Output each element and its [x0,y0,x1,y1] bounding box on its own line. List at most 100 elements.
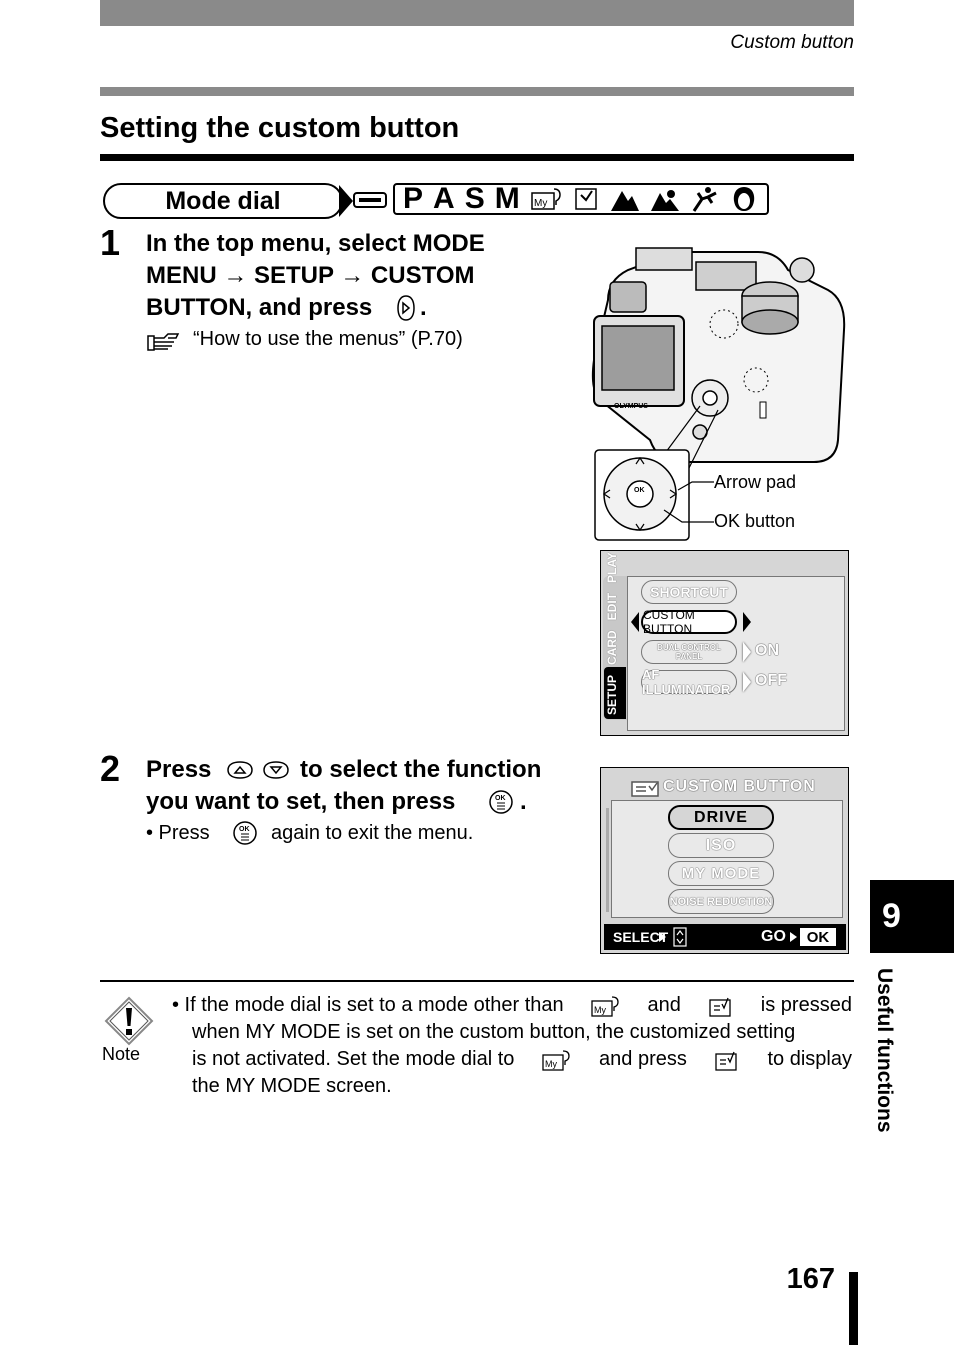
arrow-pad-label: Arrow pad [714,472,797,492]
lcd-monitor-icon [353,192,387,208]
running-title: Custom button [730,32,854,53]
step-2-press: Press [146,756,212,783]
go-arrow-icon [790,932,797,942]
footer-go-label: GO [761,928,786,945]
step-2-line-1: to select the function [300,756,542,783]
arrow-down-button-icon [263,761,289,779]
step-1-number: 1 [100,222,121,263]
step-2-bullet-a: • Press [146,822,210,844]
step-2-period: . [520,788,527,815]
svg-text:My: My [594,1005,606,1015]
note-line-3a: is not activated. Set the mode dial to [192,1048,515,1070]
selected-left-arrow [631,612,639,632]
header-bar [100,0,854,26]
ok-button-icon: OK [233,821,257,845]
night-scene-icon [692,187,717,212]
mode-dial-modes: P A S M My [393,183,769,215]
note-line-3c: to display [767,1048,852,1070]
svg-text:OK: OK [495,795,506,802]
note-line-2: when MY MODE is set on the custom button… [192,1021,796,1043]
step-1-line-3: BUTTON, and press [146,294,373,321]
step-1-line-1: In the top menu, select MODE [146,230,485,257]
custom-button-icon [715,1051,737,1071]
mode-dial-row: Mode dial P A S M My [103,183,773,219]
arrow-pad-detail: OK [594,449,690,541]
step-1-line-2: MENU → SETUP → CUSTOM [146,262,475,289]
setup-tab-play[interactable]: PLAY [605,552,619,583]
custom-button-icon [709,997,731,1017]
menu-item-shortcut[interactable]: SHORTCUT [641,580,737,604]
step-2-number: 2 [100,748,121,789]
my-mode-icon: My [530,188,561,210]
svg-text:My: My [534,198,547,209]
note-warning-icon [104,996,154,1046]
section-rule-bottom [100,154,854,161]
note-line-4: the MY MODE screen. [192,1075,392,1097]
svg-text:My: My [545,1059,557,1069]
chapter-label: Useful functions [873,968,896,1133]
page-number-bar [849,1272,858,1345]
camera-brand: OLYMPUS [614,403,648,410]
setup-tab-setup[interactable]: SETUP [605,674,619,715]
option-right-arrow [743,672,751,692]
pad-ok-label: OK [634,487,645,494]
select-arrow-icon [659,932,666,942]
landscape-icon [610,191,639,211]
menu-item-af-illuminator[interactable]: AF ILLUMINATOR [641,667,737,697]
section-rule-top [100,87,854,96]
svg-text:OK: OK [239,826,250,833]
mode-dial-arrow [339,185,353,217]
setup-menu-screen: SETUP CARD EDIT PLAY SHORTCUT CUSTOM BUT… [600,550,849,736]
menu-item-dual-control-panel[interactable]: DUAL CONTROL PANEL [641,640,737,664]
landscape-portrait-icon [650,190,679,211]
step-1-reference: “How to use the menus” (P.70) [193,328,463,350]
sports-scene-icon [574,188,597,210]
mode-letter-a: A [433,182,455,215]
note-rule [100,980,854,982]
ok-button-label: OK button [714,511,796,531]
function-noise-reduction[interactable]: NOISE REDUCTION [668,889,774,914]
selected-right-arrow [743,612,751,632]
scroll-track[interactable] [606,808,609,912]
step-2-line-2: you want to set, then press [146,788,456,815]
step-1-period: . [420,294,427,321]
value-off: OFF [755,672,787,689]
page-number: 167 [786,1263,835,1295]
menu-item-custom-button[interactable]: CUSTOM BUTTON [641,608,737,636]
mode-letter-s: S [464,182,485,215]
note-seg-1: • If the mode dial is set to a mode othe… [172,994,564,1016]
custom-button-icon [631,781,659,797]
custom-screen-title: CUSTOM BUTTON [663,778,816,795]
note-label: Note [102,1044,141,1064]
mode-letter-m: M [494,182,520,215]
mode-dial-label: Mode dial [103,183,343,219]
reference-hand-icon [147,333,180,351]
arrow-right-button-icon [397,295,415,321]
custom-button-screen: CUSTOM BUTTON DRIVE ISO MY MODE NOISE RE… [600,767,849,954]
note-text: • If the mode dial is set to a mode othe… [172,992,852,1100]
option-right-arrow [743,642,751,662]
function-iso[interactable]: ISO [668,833,774,858]
note-line-3b: and press [599,1048,687,1070]
ok-button-icon: OK [489,790,513,814]
note-seg-2: and [647,994,681,1016]
my-mode-icon: My [542,1049,570,1071]
camera-illustration: OLYMPUS [591,247,846,470]
callout-lines [663,481,714,523]
footer-ok-badge: OK [800,928,836,946]
function-drive[interactable]: DRIVE [668,805,774,830]
chapter-tab[interactable]: 9 [870,880,954,953]
setup-tab-card[interactable]: CARD [605,630,619,665]
value-on: ON [755,642,779,659]
setup-tab-edit[interactable]: EDIT [605,592,619,621]
my-mode-icon: My [590,995,619,1017]
function-my-mode[interactable]: MY MODE [668,861,774,886]
step-2-bullet-b: again to exit the menu. [271,822,474,844]
setup-tab-active [604,667,626,719]
up-down-arrows-icon [673,927,687,947]
section-title: Setting the custom button [100,112,460,144]
note-seg-3: is pressed [760,994,852,1016]
arrow-up-button-icon [227,761,253,779]
footer-select-label: SELECT [613,929,669,945]
portrait-icon [733,187,754,211]
